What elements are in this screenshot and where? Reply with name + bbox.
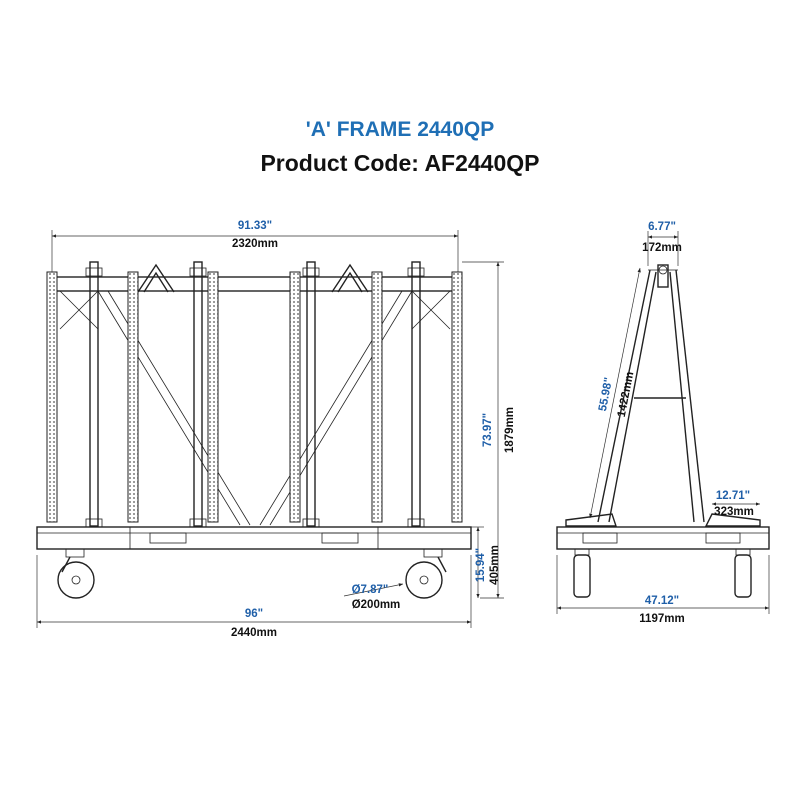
side-castor-left — [573, 548, 591, 598]
front-overall-width-mm: 2440mm — [231, 627, 277, 639]
product-code: Product Code: AF2440QP — [260, 150, 540, 176]
side-lifting-eye — [657, 264, 669, 288]
front-view: 91.33" 2320mm 73.97" 1879mm 15.94" 405mm… — [36, 220, 516, 639]
front-base-height-mm: 405mm — [489, 545, 501, 585]
front-height-in: 73.97" — [482, 413, 494, 447]
side-overall-depth-in: 47.12" — [645, 595, 679, 607]
side-top-width-mm: 172mm — [642, 242, 682, 254]
front-wheel-dia-mm: Ø200mm — [352, 599, 401, 611]
front-height-mm: 1879mm — [504, 407, 516, 453]
side-castor-right — [734, 548, 752, 598]
front-castor-left — [57, 548, 95, 599]
front-knurled-posts — [46, 271, 463, 523]
front-castor-right — [405, 548, 447, 599]
front-top-rail — [51, 276, 459, 292]
front-upright-poles — [89, 261, 421, 527]
side-ledge-mm: 323mm — [714, 506, 754, 518]
side-top-width-in: 6.77" — [648, 221, 676, 233]
side-view: 6.77" 172mm 55.98" 1422mm 12.71" 323mm 4… — [556, 221, 770, 625]
front-truss-bracing — [59, 290, 451, 526]
front-base-plate-right — [321, 532, 359, 544]
diagram-title: 'A' FRAME 2440QP — [305, 118, 495, 141]
front-base-plate-left — [149, 532, 187, 544]
front-wheel-dia-in: Ø7.87" — [352, 584, 389, 596]
side-ledge-in: 12.71" — [716, 490, 750, 502]
front-base-height-in: 15.94" — [475, 548, 487, 582]
side-right-leg — [675, 269, 705, 523]
side-ledge-right — [704, 513, 761, 527]
front-top-width-mm: 2320mm — [232, 238, 278, 250]
side-overall-depth-mm: 1197mm — [639, 613, 684, 625]
side-base-plate-right — [705, 532, 741, 544]
front-overall-width-in: 96" — [245, 608, 263, 620]
side-base-plate-left — [582, 532, 618, 544]
side-ledge-left — [565, 513, 617, 527]
front-base-frame — [36, 526, 472, 550]
front-lifting-eyes — [137, 263, 369, 293]
front-top-width-in: 91.33" — [238, 220, 272, 232]
side-base-frame — [556, 526, 770, 550]
front-pole-caps — [85, 267, 425, 528]
